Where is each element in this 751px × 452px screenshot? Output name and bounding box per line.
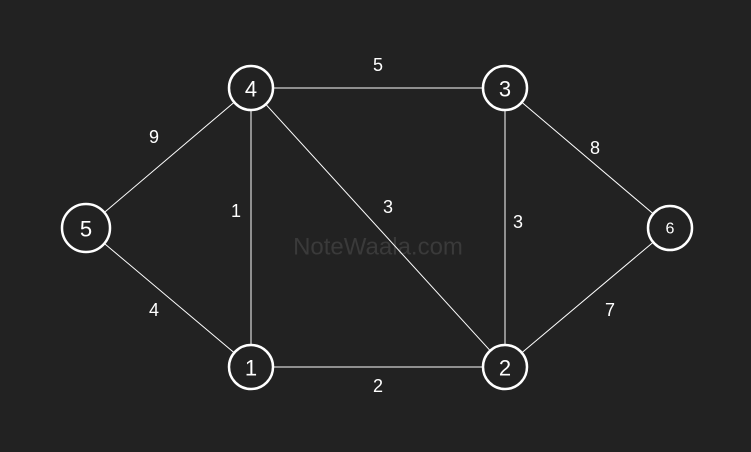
node-label-4: 4 xyxy=(245,77,257,102)
node-1: 1 xyxy=(227,343,275,391)
node-circle-1 xyxy=(227,343,275,391)
node-circle-5 xyxy=(60,202,112,254)
node-label-5: 5 xyxy=(80,217,92,242)
edge-weight-5-4: 9 xyxy=(149,127,159,147)
edge-weight-4-3: 5 xyxy=(373,55,383,75)
node-5: 5 xyxy=(60,202,112,254)
node-label-6: 6 xyxy=(666,221,675,238)
edge-weight-5-1: 4 xyxy=(149,300,159,320)
watermark: NoteWaala.com xyxy=(293,234,463,261)
node-label-1: 1 xyxy=(245,356,257,381)
node-circle-4 xyxy=(227,64,275,112)
node-3: 3 xyxy=(481,64,529,112)
node-label-2: 2 xyxy=(499,356,511,381)
edge-weight-4-1: 1 xyxy=(231,201,241,221)
node-circle-3 xyxy=(481,64,529,112)
node-circle-2 xyxy=(481,343,529,391)
edge-weight-1-2: 2 xyxy=(373,376,383,396)
edge-3-6 xyxy=(521,101,654,215)
node-4: 4 xyxy=(227,64,275,112)
node-circle-6 xyxy=(646,204,694,252)
node-6: 6 xyxy=(646,204,694,252)
edge-weight-3-6: 8 xyxy=(590,138,600,158)
nodes-group: 4 3 5 6 1 2 xyxy=(60,64,694,391)
edge-5-1 xyxy=(104,243,235,354)
edge-5-4 xyxy=(103,101,235,213)
edges-group xyxy=(103,87,654,368)
edge-weight-4-2: 3 xyxy=(383,197,393,217)
edge-weight-3-2: 3 xyxy=(513,212,523,232)
edge-weight-6-2: 7 xyxy=(605,300,615,320)
node-label-3: 3 xyxy=(499,77,511,102)
edge-6-2 xyxy=(521,241,654,354)
node-2: 2 xyxy=(481,343,529,391)
edge-4-2 xyxy=(265,103,491,352)
